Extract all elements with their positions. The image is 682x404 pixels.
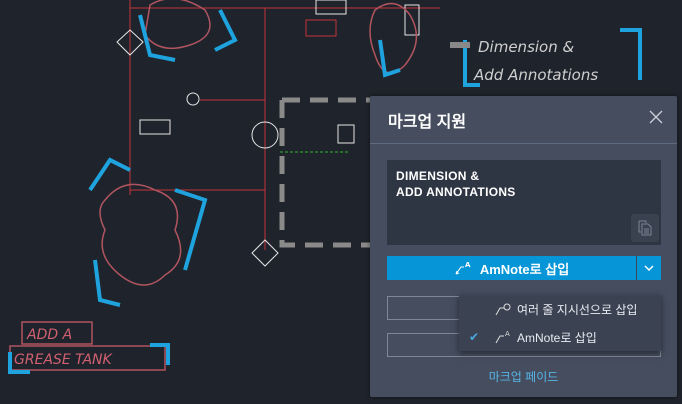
insert-options-dropdown[interactable]: [636, 256, 661, 280]
markup-fade-link[interactable]: 마크업 페이드: [488, 370, 559, 384]
markup-text-line: DIMENSION &: [396, 169, 480, 183]
amnote-icon: A: [495, 330, 510, 344]
markup-text-box[interactable]: DIMENSION & ADD ANNOTATIONS: [387, 160, 661, 245]
check-icon: ✔: [468, 330, 480, 344]
annotation-grease-tank: GREASE TANK: [14, 352, 113, 368]
insert-button-label: AmNote로 삽입: [479, 261, 570, 277]
menu-item-multileader[interactable]: 여러 줄 지시선으로 삽입: [459, 295, 661, 323]
markup-text-line: ADD ANNOTATIONS: [396, 185, 516, 199]
divider: [370, 143, 677, 144]
menu-item-amnote[interactable]: ✔ A AmNote로 삽입: [459, 323, 661, 351]
annotation-add: Add Annotations: [473, 66, 598, 84]
amnote-icon: A: [455, 261, 471, 275]
copy-button[interactable]: [631, 214, 659, 242]
close-icon[interactable]: [649, 110, 663, 124]
multileader-icon: [495, 303, 511, 316]
panel-title: 마크업 지원: [388, 114, 467, 131]
insert-amnote-button[interactable]: A AmNote로 삽입: [387, 256, 636, 280]
menu-item-label: AmNote로 삽입: [517, 330, 597, 345]
insert-options-menu: 여러 줄 지시선으로 삽입 ✔ A AmNote로 삽입: [459, 295, 661, 351]
copy-icon: [638, 220, 652, 236]
markup-assist-panel: 마크업 지원 DIMENSION & ADD ANNOTATIONS A AmN…: [370, 96, 677, 397]
menu-item-label: 여러 줄 지시선으로 삽입: [517, 302, 638, 317]
annotation-add-a: ADD A: [26, 327, 72, 343]
chevron-down-icon: [644, 265, 654, 271]
svg-text:A: A: [465, 261, 471, 269]
svg-text:A: A: [505, 330, 510, 338]
annotation-dimension: Dimension &: [478, 38, 574, 56]
